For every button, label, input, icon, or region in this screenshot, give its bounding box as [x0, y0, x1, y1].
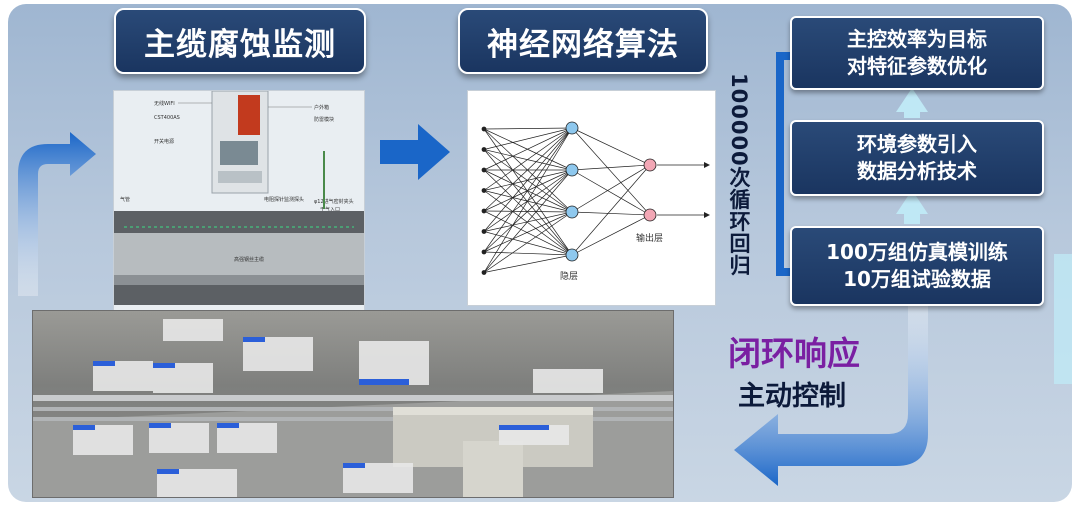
input-hidden-edge [483, 211, 573, 273]
input-node [481, 126, 487, 132]
input-hidden-edge [483, 169, 573, 273]
input-node [481, 249, 487, 255]
input-node [481, 229, 487, 234]
input-hidden-edge [483, 254, 573, 273]
output-arrowhead [704, 162, 710, 168]
input-hidden-edge [483, 128, 573, 171]
optimize-line-2: 对特征参数优化 [847, 54, 987, 78]
input-hidden-edge [483, 128, 573, 256]
input-hidden-edge [483, 169, 573, 253]
middle-arrow [380, 124, 450, 180]
input-hidden-edge [483, 127, 573, 171]
input-hidden-edge [483, 127, 573, 191]
hidden-node [565, 121, 579, 135]
training-line-2: 10万组试验数据 [843, 267, 991, 291]
input-hidden-edge [483, 169, 573, 256]
input-hidden-edge [483, 210, 573, 256]
photo-label-seal: φ12进气密封夹头 [314, 198, 354, 205]
corrosion-monitoring-title: 主缆腐蚀监测 [114, 8, 366, 74]
input-hidden-edge [483, 127, 573, 273]
up-arrow-2 [896, 190, 928, 224]
hidden-output-edge [571, 127, 651, 216]
right-return-arrow [734, 304, 928, 486]
up-arrow-1 [896, 88, 928, 118]
input-hidden-edge [483, 231, 573, 256]
tunnel-illustration [33, 319, 673, 497]
active-control-label: 主动控制 [738, 381, 846, 412]
right-edge-accent [1054, 254, 1072, 384]
photo-label-airpipe: 气管 [120, 196, 130, 203]
input-node [481, 188, 487, 193]
hidden-output-edge [571, 164, 651, 213]
input-node [481, 270, 487, 275]
photo-label-probe: 电阻探针监测探头 [264, 196, 304, 203]
tunnel-monitoring-scene [32, 310, 674, 498]
hidden-output-edge [571, 164, 651, 256]
environment-line-2: 数据分析技术 [857, 159, 977, 183]
input-hidden-edge [483, 210, 573, 213]
loop-bracket [776, 52, 798, 276]
hidden-node [565, 205, 579, 219]
optimize-line-1: 主控效率为目标 [847, 27, 987, 51]
hidden-output-edge [571, 164, 651, 171]
input-node [481, 147, 487, 152]
monitoring-device-photo: 无线WIFI CST400AS 开关电源 户外箱 防雷模块 电阻探针监测探头 φ… [113, 90, 365, 314]
hidden-output-edge [571, 127, 651, 166]
input-hidden-edge [483, 251, 573, 256]
input-hidden-edge [483, 127, 573, 232]
photo-label-wifi: 无线WIFI [154, 100, 175, 107]
training-step-box: 100万组仿真模训练 10万组试验数据 [790, 226, 1044, 306]
input-hidden-edge [483, 127, 573, 253]
input-hidden-edge [483, 211, 573, 253]
input-node [481, 208, 487, 214]
hidden-output-edge [571, 214, 651, 256]
output-layer-label: 输出层 [636, 234, 664, 244]
training-line-1: 100万组仿真模训练 [826, 240, 1008, 264]
output-arrowhead [704, 212, 710, 218]
input-hidden-edge [483, 128, 573, 213]
environment-step-box: 环境参数引入 数据分析技术 [790, 120, 1044, 196]
closed-loop-response: 闭环响应 [728, 334, 860, 373]
input-node [481, 167, 487, 173]
input-hidden-edge [483, 127, 573, 130]
hidden-layer-label: 隐层 [560, 272, 579, 282]
input-hidden-edge [483, 149, 573, 171]
neural-network-title: 神经网络算法 [458, 8, 708, 74]
hidden-output-edge [571, 211, 651, 216]
photo-label-cst: CST400AS [154, 115, 180, 121]
output-node [643, 208, 657, 222]
photo-label-inlet: 干气入口 [320, 206, 340, 213]
left-arrow [18, 132, 96, 296]
hidden-node [565, 163, 579, 177]
optimize-step-box: 主控效率为目标 对特征参数优化 [790, 16, 1044, 90]
nn-graph [481, 121, 710, 275]
input-hidden-edge [483, 127, 573, 150]
photo-label-cable: 高强钢丝主缆 [234, 256, 264, 263]
hidden-output-edge [571, 169, 651, 216]
output-node [643, 158, 657, 172]
input-hidden-edge [483, 149, 573, 213]
photo-label-power: 开关电源 [154, 138, 174, 145]
neural-network-diagram: 隐层 输出层 [467, 90, 716, 306]
input-hidden-edge [483, 127, 573, 212]
photo-label-lightning: 防雷模块 [314, 116, 334, 123]
input-hidden-edge [483, 169, 573, 213]
flow-arrows [18, 52, 1072, 486]
environment-line-1: 环境参数引入 [857, 132, 977, 156]
input-hidden-edge [483, 190, 573, 256]
input-hidden-edge [483, 149, 573, 256]
diagram-canvas: 主缆腐蚀监测 神经网络算法 无线WIFI CST400AS 开关电源 户外箱 防… [8, 4, 1072, 502]
loop-regression-label: 100000次循环回归 [727, 73, 751, 277]
input-hidden-edge [483, 190, 573, 213]
device-illustration: 无线WIFI CST400AS 开关电源 户外箱 防雷模块 电阻探针监测探头 φ… [114, 91, 364, 305]
photo-label-cabinet: 户外箱 [314, 104, 329, 111]
hidden-node [565, 248, 579, 262]
